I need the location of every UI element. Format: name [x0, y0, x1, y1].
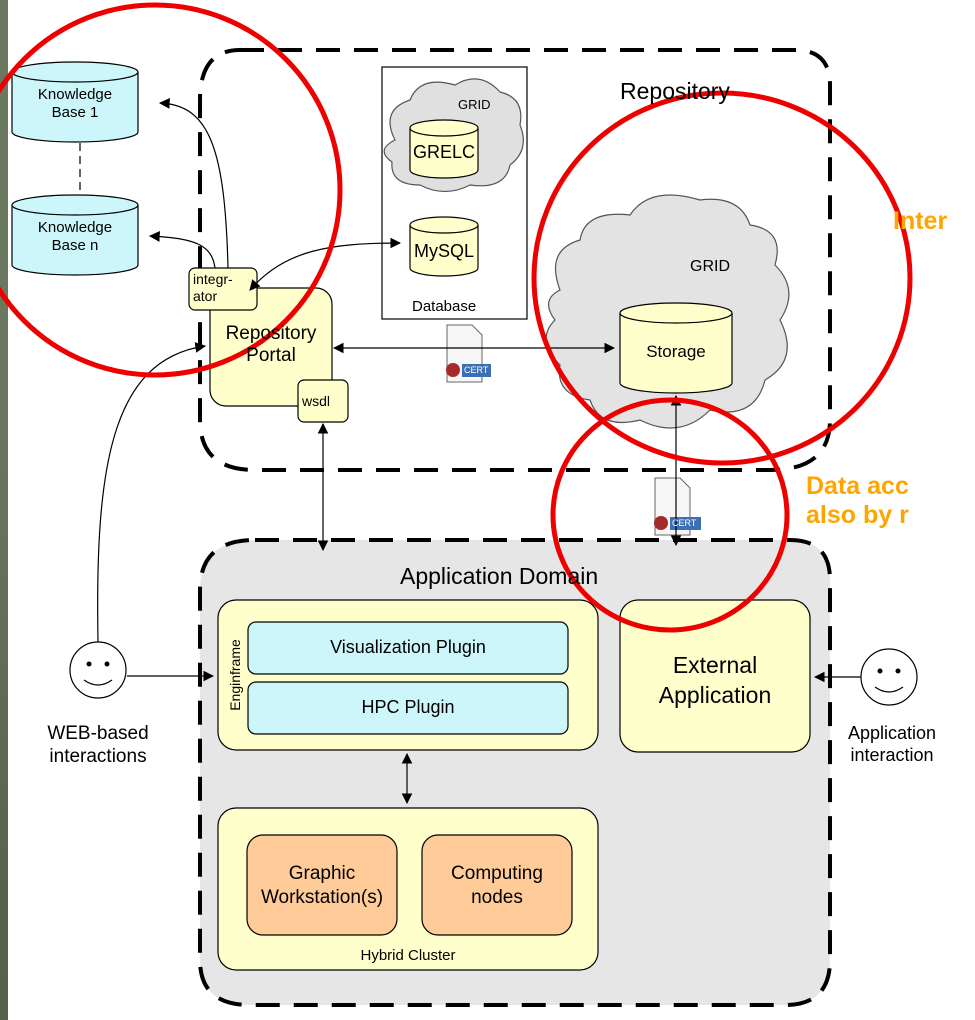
storage-cylinder	[619, 302, 733, 394]
storage-label: Storage	[646, 342, 706, 361]
knowledge-base-1-label: Knowledge Base 1	[37, 86, 113, 121]
callout-interoperability: Inter	[893, 207, 948, 235]
hpc-plugin-box	[247, 681, 569, 735]
grid-label-storage: GRID	[690, 258, 730, 275]
mysql-label: MySQL	[413, 241, 474, 261]
graphic-workstations-label: Graphic Workstation(s)	[260, 863, 384, 908]
visualization-plugin-box	[247, 621, 569, 675]
cert-icon-top	[446, 324, 491, 383]
wsdl-label: wsdl	[302, 393, 331, 409]
highlight-circle-storage	[531, 90, 913, 466]
grid-label-top: GRID	[458, 97, 491, 112]
app-user-smiley	[860, 648, 918, 706]
cert-label-bottom: CERT	[672, 518, 697, 528]
repository-boundary	[198, 48, 832, 472]
web-user-smiley	[69, 641, 127, 699]
external-application-label: External Application	[658, 652, 772, 708]
callout-data-access-line2: also by r	[806, 501, 909, 529]
enginframe-label: Enginframe	[227, 639, 243, 711]
application-domain-title: Application Domain	[400, 563, 599, 589]
graphic-workstations-box	[246, 834, 398, 936]
grelc-label: GRELC	[412, 142, 475, 162]
highlight-circle-knowledge	[0, 2, 343, 378]
callout-data-access-line1: Data acc	[806, 472, 909, 500]
knowledge-base-n-label: Knowledge Base n	[37, 219, 113, 254]
cert-label-top: CERT	[464, 365, 489, 375]
repository-title: Repository	[620, 78, 730, 104]
mysql-cylinder	[409, 216, 479, 277]
app-user-label: Application interaction	[847, 723, 937, 765]
database-label: Database	[412, 298, 477, 315]
grelc-cylinder	[409, 119, 479, 179]
repository-portal-label: Repository Portal	[225, 323, 317, 366]
highlight-circle-data-access	[550, 397, 790, 633]
integrator-label: integr- ator	[193, 271, 233, 304]
wsdl-box	[297, 379, 349, 423]
hpc-plugin-label: HPC Plugin	[361, 697, 455, 717]
visualization-plugin-label: Visualization Plugin	[330, 637, 486, 657]
computing-nodes-label: Computing nodes	[451, 863, 543, 908]
computing-nodes-box	[421, 834, 573, 936]
knowledge-base-n-cylinder	[11, 194, 139, 276]
web-user-label: WEB-based interactions	[47, 723, 149, 767]
external-application-box	[619, 599, 811, 753]
hybrid-cluster-label: Hybrid Cluster	[360, 947, 456, 964]
knowledge-base-1-cylinder	[11, 61, 139, 143]
